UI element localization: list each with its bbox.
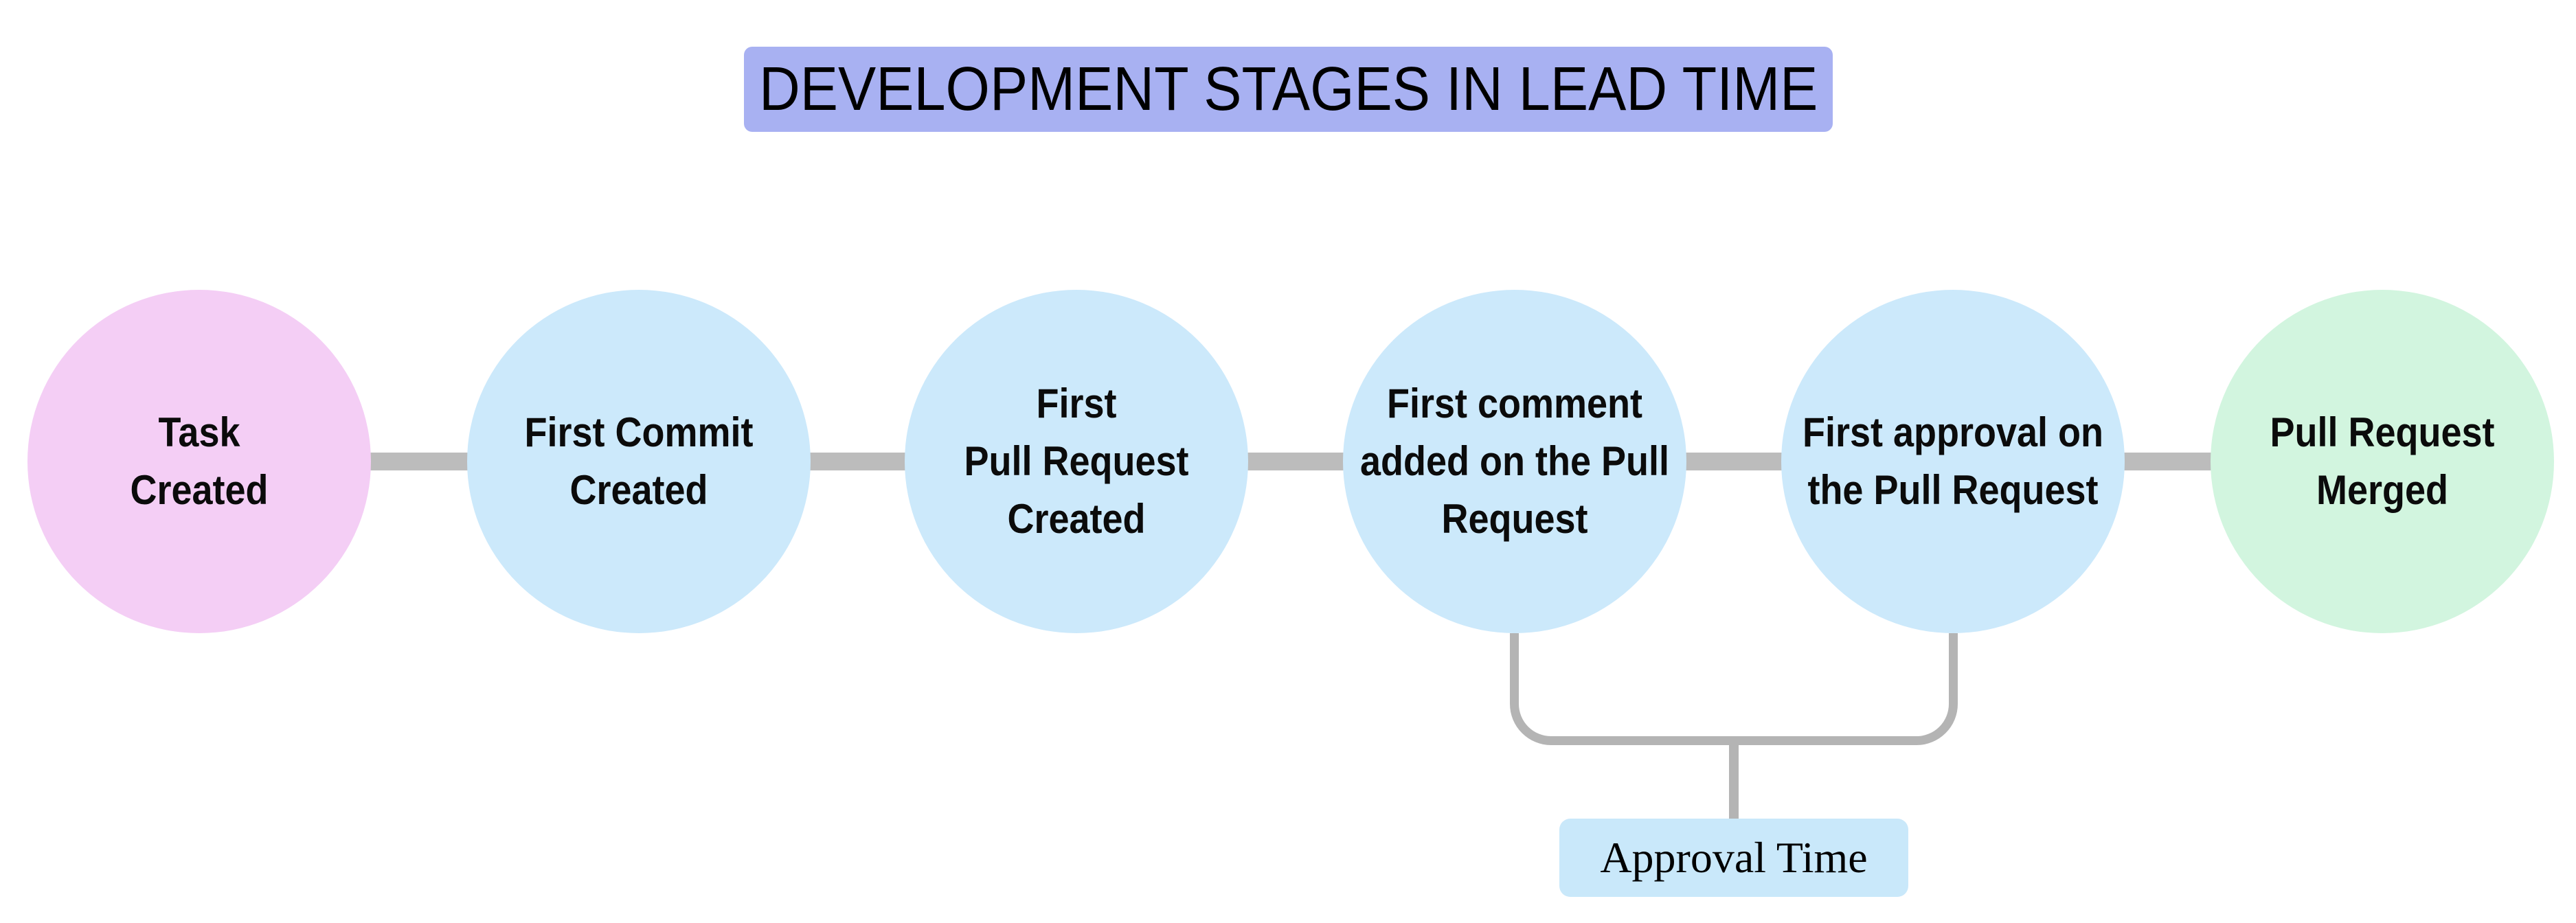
stage-circle-first-comment-added: First comment added on the Pull Request [1343,290,1686,633]
stage-circle-task-created: Task Created [27,290,371,633]
approval-time-bracket-stem [1729,744,1739,819]
diagram-title-banner: DEVELOPMENT STAGES IN LEAD TIME [744,47,1833,132]
stage-label: First Pull Request Created [964,380,1189,542]
approval-time-box: Approval Time [1559,819,1908,897]
stage-label: Pull Request Merged [2270,409,2495,513]
approval-time-bracket [1510,633,1958,745]
approval-time-label: Approval Time [1600,833,1868,882]
stage-circle-first-approval: First approval on the Pull Request [1781,290,2125,633]
stage-circle-pull-request-merged: Pull Request Merged [2211,290,2554,633]
stage-label: Task Created [130,409,269,513]
stage-label: First Commit Created [524,409,754,513]
stage-label: First approval on the Pull Request [1802,409,2104,513]
diagram-title: DEVELOPMENT STAGES IN LEAD TIME [758,54,1818,124]
stage-label: First comment added on the Pull Request [1360,380,1670,542]
stage-circle-first-commit-created: First Commit Created [467,290,811,633]
stage-circle-first-pull-request-created: First Pull Request Created [905,290,1248,633]
